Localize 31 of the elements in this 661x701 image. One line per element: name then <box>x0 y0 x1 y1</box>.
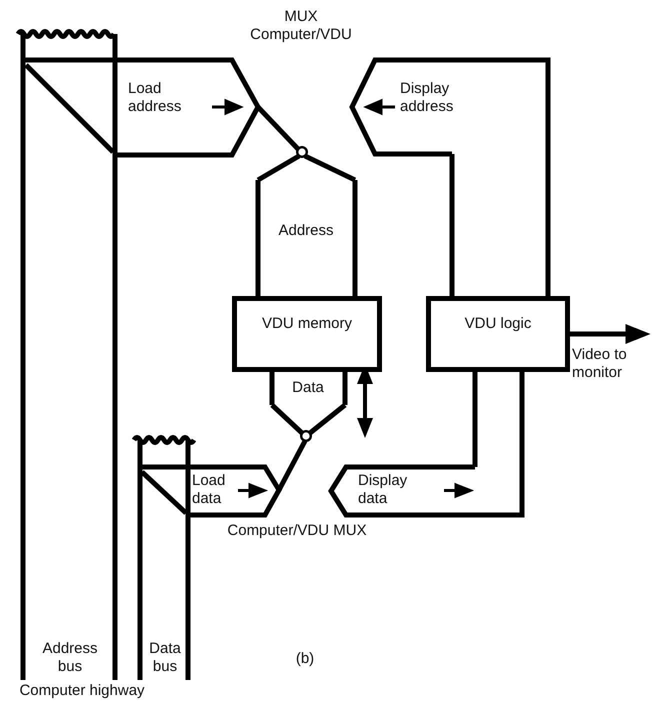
figure-label: (b) <box>294 650 316 668</box>
bus-connector <box>140 470 188 515</box>
block-label: Display address <box>400 80 454 116</box>
bus-channel-shape <box>255 178 358 298</box>
bus-channel-shape <box>328 462 525 518</box>
bus-lines <box>134 432 194 682</box>
block-label: Display data <box>358 472 408 508</box>
block-label: Load data <box>192 472 226 508</box>
edge-label: Video to monitor <box>572 346 628 382</box>
block-label: Data bus <box>148 640 182 676</box>
block-label: VDU logic <box>464 315 532 333</box>
block-label: VDU memory <box>260 315 353 333</box>
block-label: Address bus <box>41 640 99 676</box>
memory-block <box>232 296 382 372</box>
bus-connector <box>256 154 358 182</box>
caption: Computer highway <box>18 682 146 700</box>
block-label: Address <box>277 222 335 240</box>
bus-connector <box>276 440 308 492</box>
mux-caption: Computer/VDU MUX <box>226 522 368 540</box>
bus-connector <box>24 63 115 154</box>
bus-connector <box>270 402 348 436</box>
bus-channel-shape <box>349 57 551 158</box>
bus-connector <box>472 370 524 470</box>
block-label: Data <box>291 379 325 397</box>
switch-junction <box>300 430 312 442</box>
block-label: Load address <box>128 80 182 116</box>
bus-connector <box>256 105 300 151</box>
arrow <box>570 324 650 344</box>
switch-junction <box>296 146 308 158</box>
mux-caption: MUX Computer/VDU <box>249 8 353 44</box>
logic-block <box>426 296 570 372</box>
